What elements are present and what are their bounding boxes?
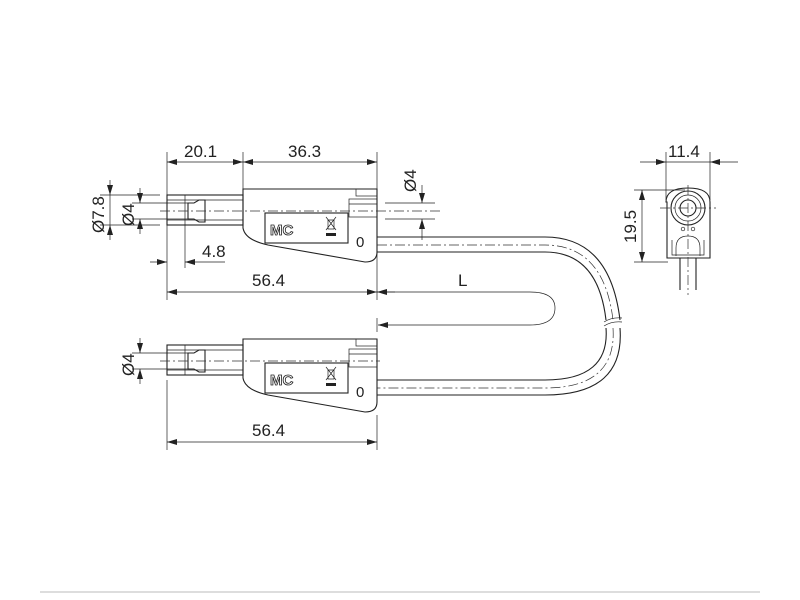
mc-logo: MC	[270, 372, 293, 389]
dim-end-height: 19.5	[621, 210, 640, 243]
dim-socket-diameter: Ø4	[401, 169, 420, 192]
dim-total-length-top: 56.4	[252, 271, 285, 290]
dim-cable-length: L	[458, 271, 467, 290]
dim-outer-diameter: Ø7.8	[89, 196, 108, 233]
plug-body	[242, 338, 378, 413]
weee-bin-icon	[325, 366, 337, 386]
plug-body	[242, 188, 378, 263]
cable	[377, 236, 623, 396]
plug-marking: 0	[356, 384, 364, 401]
dim-body-length: 36.3	[288, 142, 321, 161]
top-dimensions: 20.1 36.3 Ø7.8 Ø4 4.8 56.4 Ø4 L	[89, 142, 556, 332]
dim-total-length-bottom: 56.4	[252, 421, 285, 440]
dim-insert-depth: 4.8	[202, 242, 226, 261]
mc-logo: MC	[270, 222, 293, 239]
dim-tip-length: 20.1	[184, 142, 217, 161]
bottom-dimensions: Ø4 56.4	[119, 338, 378, 450]
weee-bin-icon	[325, 216, 337, 236]
plug-marking: 0	[356, 234, 364, 251]
dim-end-width: 11.4	[668, 142, 700, 161]
dim-pin-diameter: Ø4	[119, 203, 138, 226]
bottom-plug: MC 0	[160, 338, 380, 413]
dim-pin-diameter-bottom: Ø4	[119, 353, 138, 376]
end-view: 11.4 19.5	[621, 142, 738, 295]
